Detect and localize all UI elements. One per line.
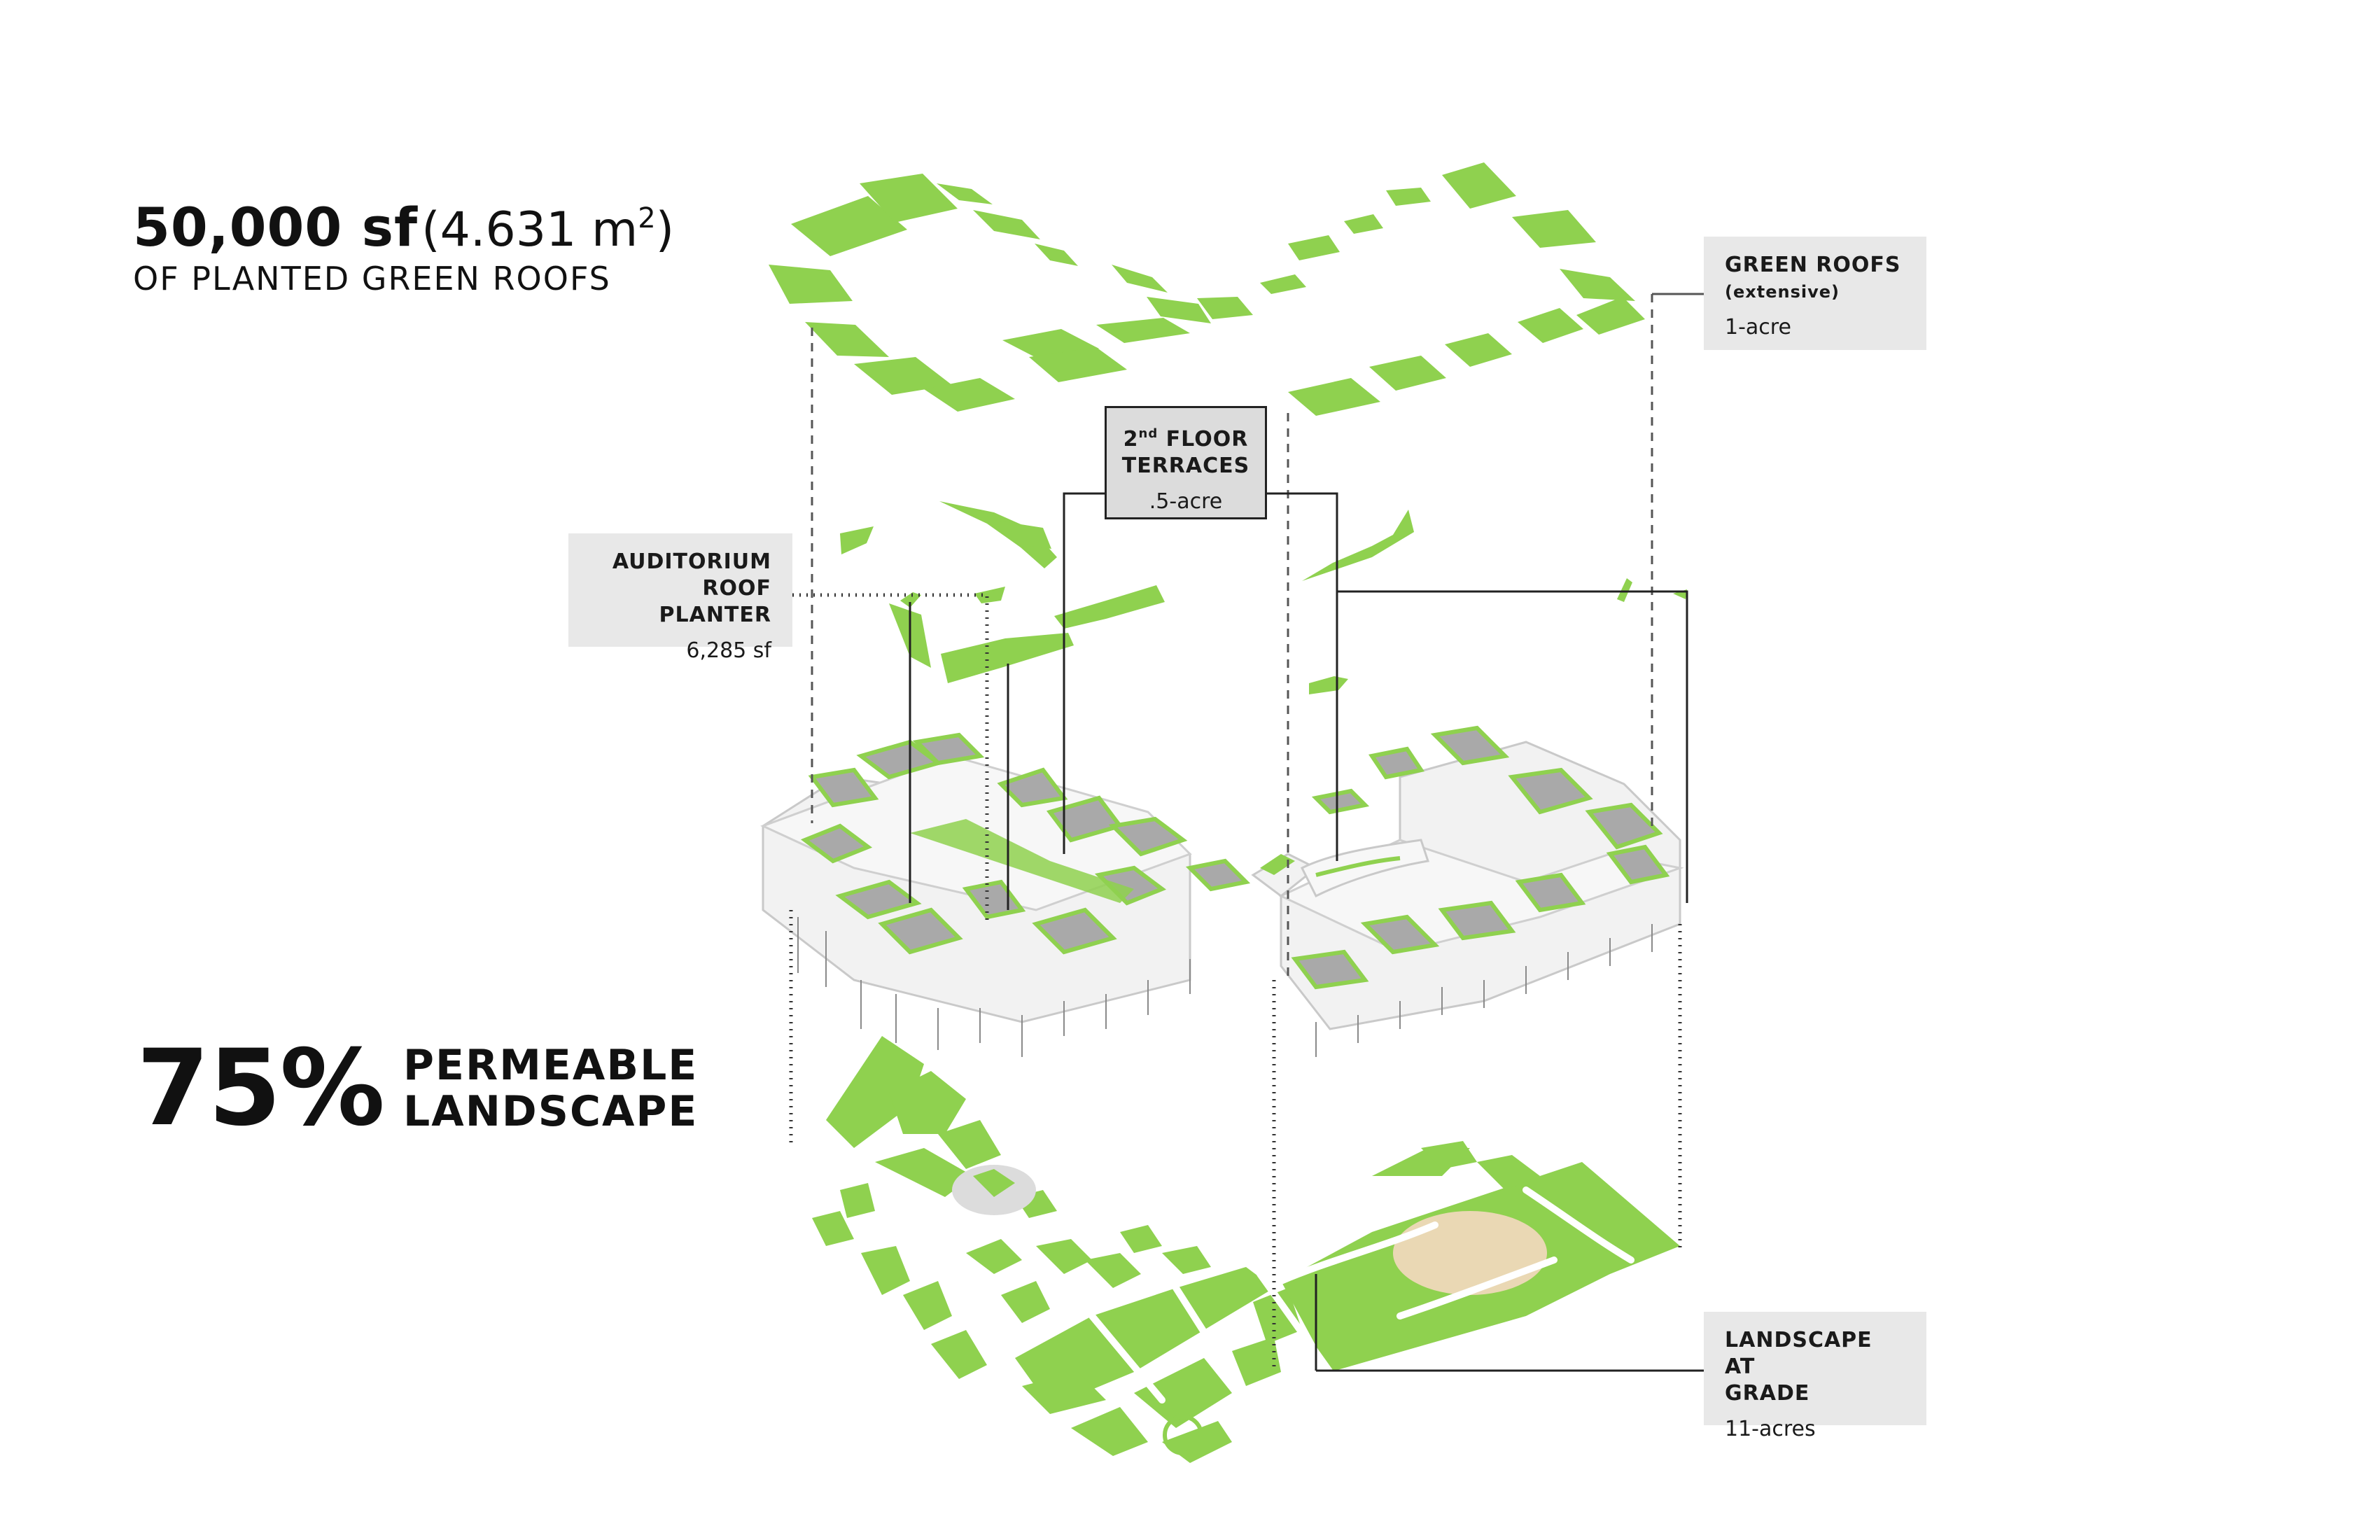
callout-green-roofs: GREEN ROOFS (extensive) 1-acre (1704, 237, 1926, 350)
callout-green-roofs-value: 1-acre (1725, 315, 1791, 340)
callout-grade-value: 11-acres (1725, 1417, 1816, 1441)
callout-auditorium-value: 6,285 sf (686, 638, 771, 663)
permeable-percent: 75% (136, 1028, 385, 1149)
permeable-caption: PERMEABLE LANDSCAPE (403, 1041, 699, 1136)
terraces-layer (840, 501, 1687, 694)
roof-area-caption: OF PLANTED GREEN ROOFS (133, 260, 611, 298)
landscape-layer (812, 1036, 1680, 1463)
callout-terraces-title-2: TERRACES (1121, 454, 1250, 478)
callout-green-roofs-note: (extensive) (1725, 282, 1840, 302)
permeable-stat: 75% PERMEABLE LANDSCAPE (136, 1036, 698, 1141)
callout-terraces-value: .5-acre (1149, 489, 1223, 514)
callout-grade-title: LANDSCAPE AT (1725, 1328, 1872, 1379)
green-roofs-layer (769, 162, 1645, 416)
roof-area-metric: (4.631 m2) (421, 202, 675, 258)
callout-terraces-title: 2nd FLOOR (1123, 426, 1249, 451)
green-roof-stat: 50,000 sf (4.631 m2) OF PLANTED GREEN RO… (133, 196, 674, 298)
callout-auditorium: AUDITORIUM ROOF PLANTER 6,285 sf (568, 533, 792, 663)
callout-grade-title-2: GRADE (1725, 1381, 1810, 1406)
callout-auditorium-title: AUDITORIUM (612, 550, 771, 574)
callout-auditorium-title-2: ROOF PLANTER (659, 576, 771, 627)
callout-landscape-grade: LANDSCAPE AT GRADE 11-acres (1704, 1312, 1926, 1441)
leader-lines (789, 293, 1704, 1372)
callout-terraces: 2nd FLOOR TERRACES .5-acre (1105, 406, 1267, 519)
buildings-layer (760, 725, 1684, 1057)
callout-green-roofs-title: GREEN ROOFS (1725, 253, 1901, 277)
roof-area-value: 50,000 sf (133, 196, 419, 258)
